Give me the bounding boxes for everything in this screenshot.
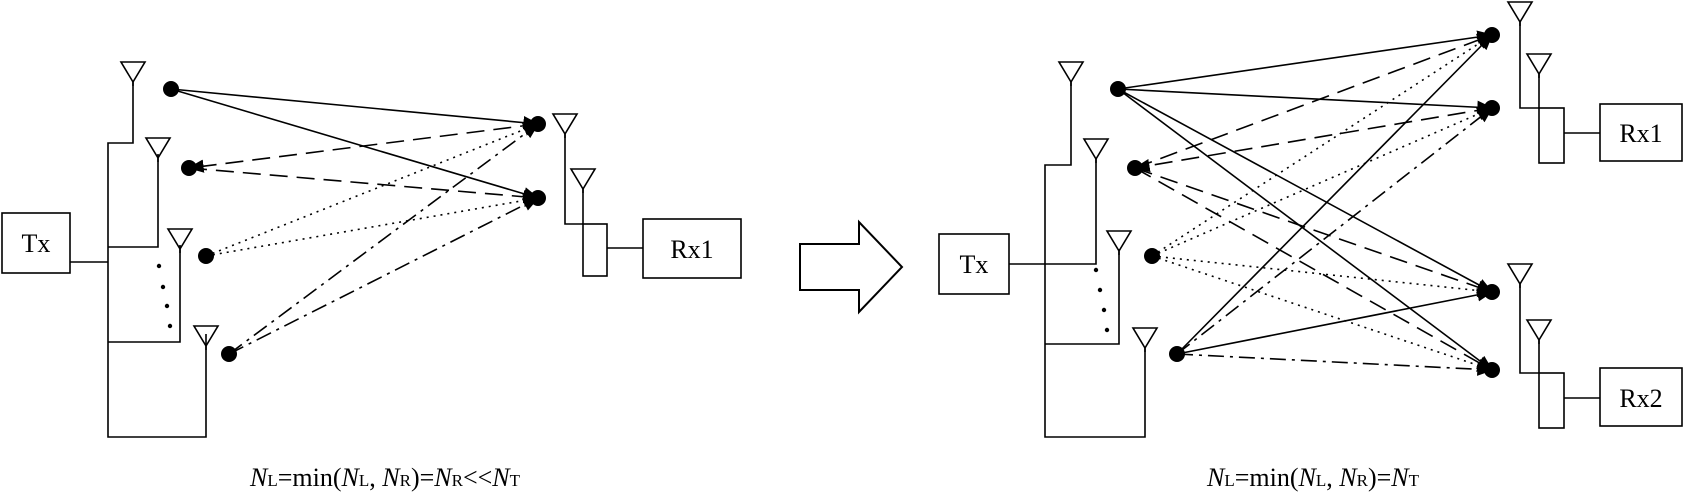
ray-solid <box>170 88 540 130</box>
antenna-icon <box>1105 230 1133 255</box>
right-formula: NL=min(NL, NR)=NT <box>1206 463 1420 492</box>
ray-solid <box>170 88 540 201</box>
left-ellipsis-dots <box>156 263 173 329</box>
scatterer-dot-icon <box>163 81 179 97</box>
scatterer-dot-icon <box>198 248 214 264</box>
ray-dotted <box>1151 34 1494 257</box>
scatterer-dot-icon <box>530 190 546 206</box>
scatterer-dot-icon <box>1484 362 1500 378</box>
right-rays <box>1117 30 1494 376</box>
left-rx1-box <box>642 218 742 279</box>
scatterer-dot-icon <box>1169 346 1185 362</box>
ray-dashed <box>1133 107 1493 173</box>
right-rx1-box <box>1599 103 1683 162</box>
left-formula: NL=min(NL, NR)=NR<<NT <box>249 463 521 492</box>
ray-dashed <box>187 123 539 173</box>
ray-dotted <box>1151 107 1494 257</box>
right-rx1-label: Rx1 <box>1619 119 1662 148</box>
ray-dashdot <box>1176 353 1494 376</box>
right-feed-network <box>1009 82 1146 438</box>
scatterer-dot-icon <box>1484 27 1500 43</box>
scatterer-dot-icon <box>1484 284 1500 300</box>
antenna-icon <box>166 228 194 253</box>
ray-dotted <box>1151 255 1494 298</box>
ray-dashed <box>1134 167 1494 371</box>
ray-solid <box>1117 88 1494 293</box>
right-panel: Tx <box>938 1 1683 438</box>
scatterer-dot-icon <box>1127 160 1143 176</box>
antenna-icon <box>192 325 220 350</box>
ray-dashdot <box>228 197 540 355</box>
scatterer-dot-icon <box>181 160 197 176</box>
left-tx-label: Tx <box>22 229 51 258</box>
right-rx2-box <box>1599 367 1683 427</box>
right-rx2-network <box>1519 284 1600 429</box>
right-ellipsis-dots <box>1093 267 1110 333</box>
ray-solid <box>1117 88 1494 371</box>
right-tx-label: Tx <box>960 250 989 279</box>
right-rx2-label: Rx2 <box>1619 384 1662 413</box>
left-feed-network <box>70 82 207 438</box>
antenna-icon <box>1131 327 1159 352</box>
antenna-icon <box>119 61 147 86</box>
left-rx1-label: Rx1 <box>670 235 713 264</box>
left-rays <box>170 88 540 355</box>
antenna-icon <box>1082 138 1110 163</box>
ray-dotted <box>205 193 540 257</box>
ray-solid <box>1176 288 1494 355</box>
scatterer-dot-icon <box>1484 100 1500 116</box>
scatterer-dot-icon <box>1110 81 1126 97</box>
ray-solid <box>1117 30 1494 90</box>
antenna-icon <box>1057 61 1085 86</box>
left-rx-network <box>564 134 643 277</box>
ray-dashed <box>1134 33 1494 169</box>
ray-solid <box>1176 34 1493 355</box>
antenna-icon <box>144 137 172 162</box>
block-right-arrow-icon <box>799 219 904 315</box>
ray-dashed <box>188 167 540 204</box>
left-panel: Tx <box>1 61 742 438</box>
right-rx1-network <box>1519 22 1600 164</box>
scatterer-dot-icon <box>530 116 546 132</box>
ray-dotted <box>1151 255 1494 372</box>
ray-dotted <box>205 123 540 257</box>
ray-dashdot <box>228 123 540 355</box>
left-tx-box <box>1 212 71 274</box>
ray-solid <box>1117 88 1494 114</box>
ray-dashdot <box>1176 107 1494 355</box>
scatterer-dot-icon <box>221 346 237 362</box>
ray-dashed <box>1134 167 1494 294</box>
scatterer-dot-icon <box>1144 248 1160 264</box>
